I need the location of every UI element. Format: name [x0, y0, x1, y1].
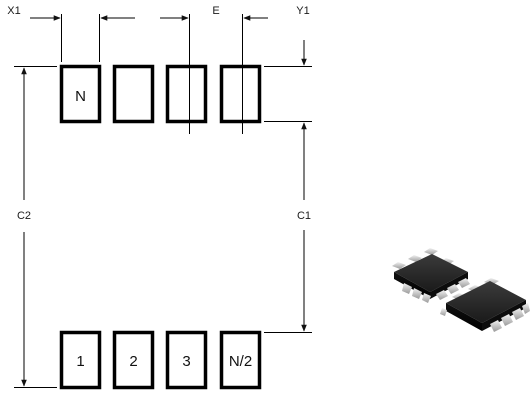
e-dimension: E: [160, 5, 268, 134]
bottom-pad-2: [112, 330, 155, 390]
y1-label: Y1: [296, 5, 309, 17]
x1-dimension: X1: [7, 5, 135, 62]
bottom-pad-3: [165, 330, 208, 390]
top-pad-4: [219, 64, 262, 124]
top-pad-1: [59, 64, 102, 124]
top-pad-1-label: N: [75, 88, 86, 105]
c2-dimension: C2: [14, 66, 57, 388]
top-pad-3: [165, 64, 208, 124]
c2-label: C2: [17, 210, 31, 222]
bottom-pad-4: [219, 330, 262, 390]
bottom-pad-1-label: 1: [76, 353, 84, 370]
bottom-pad-2-label: 2: [129, 353, 137, 370]
package-photo: [392, 248, 530, 332]
chip-back: [392, 248, 470, 303]
c1-label: C1: [297, 210, 311, 222]
c1-dimension: C1: [264, 121, 312, 333]
bottom-pad-1: [59, 330, 102, 390]
e-label: E: [212, 5, 219, 17]
bottom-pad-4-label: N/2: [229, 353, 252, 370]
bottom-pad-row: 1 2 3 N/2: [59, 330, 262, 390]
bottom-pad-3-label: 3: [182, 353, 190, 370]
top-pad-2: [112, 64, 155, 124]
chip-front: [440, 278, 530, 332]
top-pad-row: N: [59, 64, 262, 124]
x1-label: X1: [7, 5, 20, 17]
y1-dimension: Y1: [264, 5, 312, 67]
